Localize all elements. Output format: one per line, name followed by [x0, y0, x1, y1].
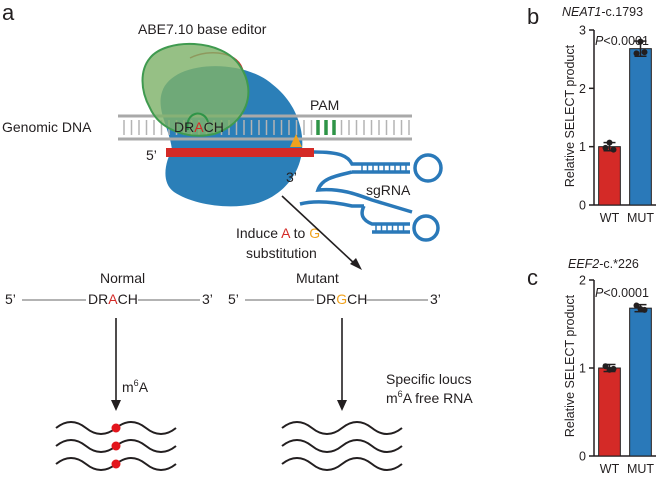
- cut-marker: [290, 134, 302, 147]
- data-point: [610, 365, 617, 372]
- bar: [598, 146, 621, 206]
- panel-b-pvalue: P<0.0001: [595, 34, 649, 48]
- panel-b-title: NEAT1-c.1793: [562, 5, 643, 19]
- normal-five-prime: 5’: [5, 291, 16, 307]
- m6a-dot: [111, 441, 121, 451]
- sgrna-spacer: [166, 148, 314, 157]
- sgrna-label: sgRNA: [366, 182, 411, 198]
- panel-b-chart: b NEAT1-c.1793 P<0.0001 Relative SELECT …: [527, 4, 656, 225]
- normal-title: Normal: [100, 270, 145, 286]
- bar: [629, 307, 652, 457]
- y-tick-label: 0: [579, 199, 586, 213]
- data-point: [606, 139, 613, 146]
- mutant-title: Mutant: [296, 270, 339, 286]
- x-tick-label: MUT: [627, 211, 654, 225]
- panel-c-title: EEF2-c.*226: [568, 257, 639, 271]
- data-point: [602, 363, 609, 370]
- pam-label: PAM: [310, 97, 339, 113]
- data-point: [641, 49, 648, 56]
- m6a-dot: [111, 459, 121, 469]
- bar: [629, 48, 652, 206]
- induce-label: Induce A to G: [236, 225, 320, 241]
- data-point: [633, 50, 640, 57]
- sgrna-scaffold-rungs: [361, 164, 407, 232]
- y-tick-label: 3: [579, 24, 586, 38]
- m6a-free-label: m6A free RNA: [386, 389, 473, 406]
- m6a-dot: [111, 423, 121, 433]
- y-tick-label: 1: [579, 362, 586, 376]
- mutant-motif: DRGCH: [316, 291, 367, 307]
- panel-b-label: b: [527, 4, 539, 29]
- unmethylated-rna: [281, 421, 403, 471]
- data-point: [610, 146, 617, 153]
- normal-arrowhead: [111, 400, 121, 411]
- y-tick-label: 2: [579, 274, 586, 288]
- panel-a-label: a: [2, 0, 15, 25]
- substitution-label: substitution: [246, 245, 317, 261]
- mutant-three-prime: 3’: [430, 291, 441, 307]
- normal-motif: DRACH: [88, 291, 138, 307]
- editor-label: ABE7.10 base editor: [138, 21, 267, 37]
- panel-a: a ABE7.10 base editor: [2, 0, 473, 471]
- data-point: [602, 144, 609, 151]
- x-tick-label: WT: [600, 462, 620, 476]
- genomic-dna: [118, 114, 412, 141]
- deaminase-pocket: [186, 112, 209, 131]
- data-point: [637, 38, 644, 45]
- y-tick-label: 0: [579, 450, 586, 464]
- x-tick-label: MUT: [627, 462, 654, 476]
- panel-c-label: c: [527, 265, 538, 290]
- y-tick-label: 2: [579, 82, 586, 96]
- bar: [598, 367, 621, 457]
- deaminase-protein: [141, 42, 250, 137]
- data-point: [641, 306, 648, 313]
- three-prime-label: 3’: [286, 169, 297, 185]
- y-tick-label: 1: [579, 140, 586, 154]
- five-prime-label: 5’: [146, 147, 157, 163]
- data-point: [633, 302, 640, 309]
- mutant-five-prime: 5’: [228, 291, 239, 307]
- target-motif: DRACH: [174, 119, 224, 135]
- m6a-label: m6A: [122, 378, 149, 395]
- induce-arrow: [281, 195, 356, 265]
- specific-locus-label: Specific loucs: [386, 371, 472, 387]
- mutant-arrowhead: [337, 400, 347, 411]
- normal-three-prime: 3’: [202, 291, 213, 307]
- genomic-dna-label: Genomic DNA: [2, 119, 92, 135]
- panel-c-pvalue: P<0.0001: [595, 286, 649, 300]
- x-tick-label: WT: [600, 211, 620, 225]
- panel-b-ylabel: Relative SELECT product: [563, 44, 577, 187]
- panel-c-chart: c EEF2-c.*226 P<0.0001 Relative SELECT p…: [527, 257, 656, 476]
- panel-c-ylabel: Relative SELECT product: [563, 294, 577, 437]
- induce-arrowhead: [350, 258, 362, 270]
